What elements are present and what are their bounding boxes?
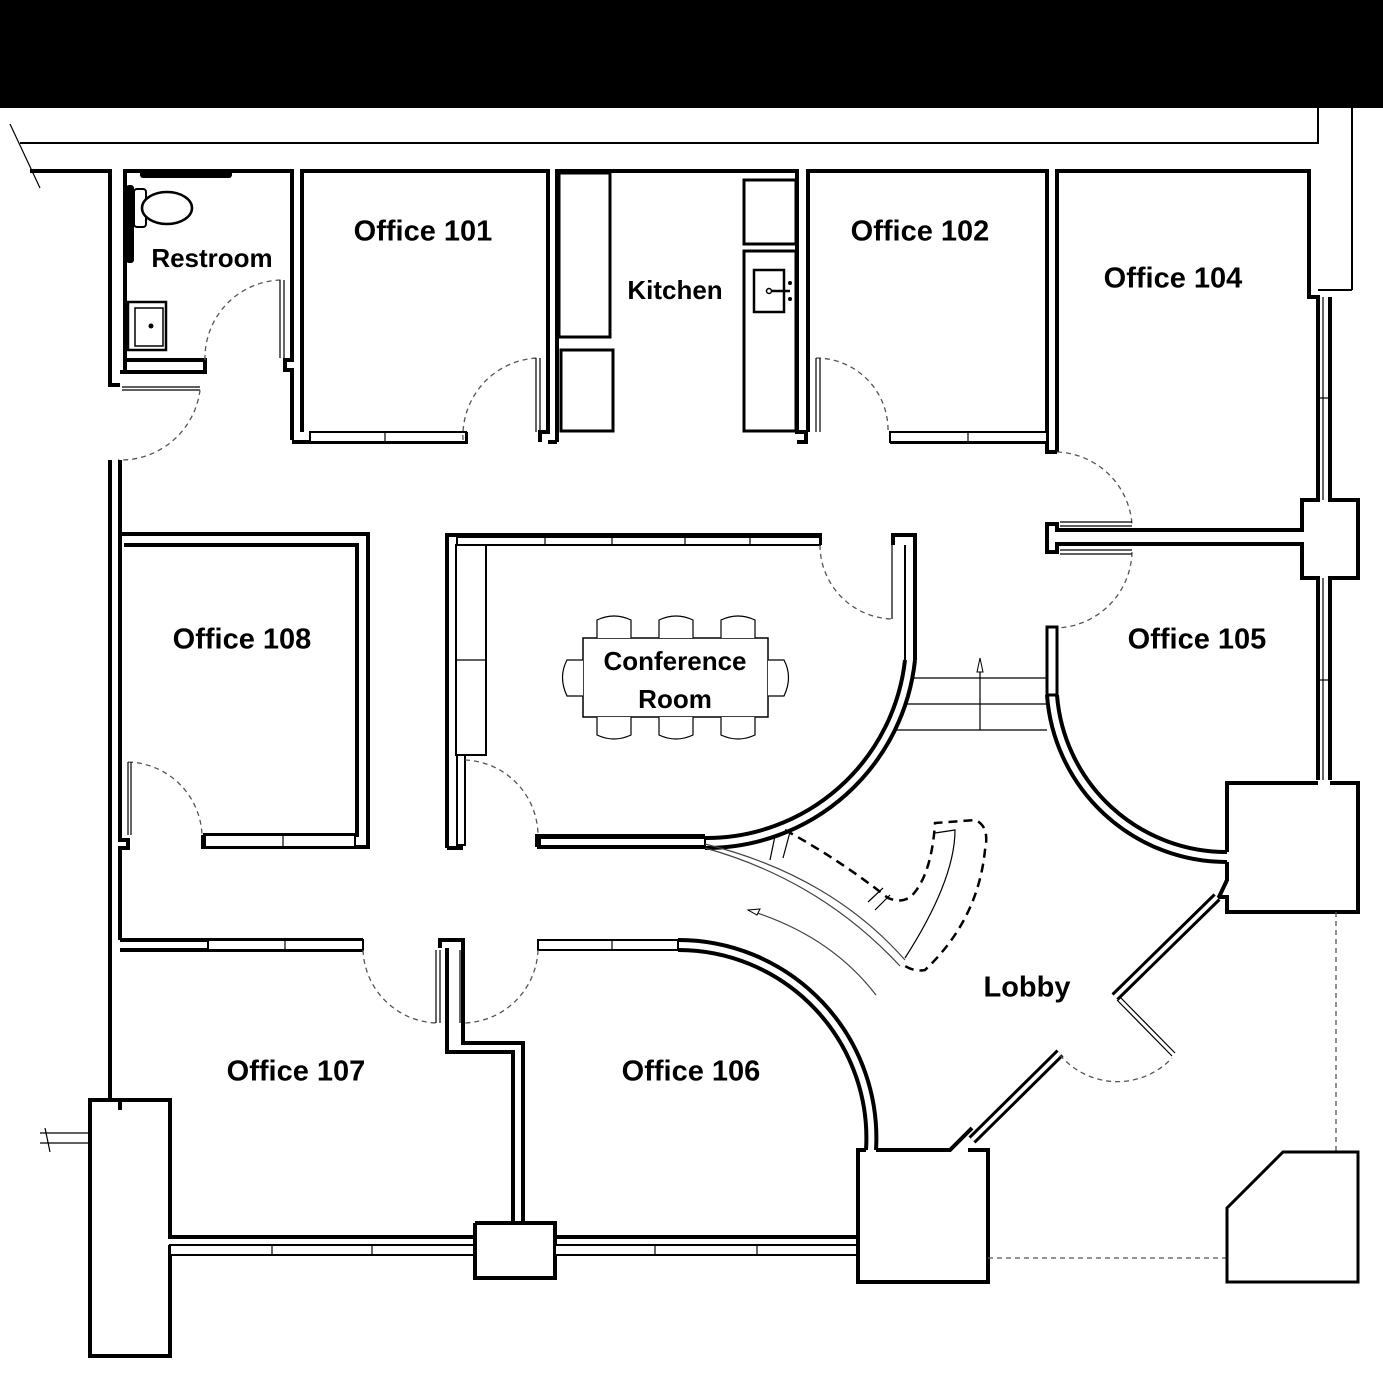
- stairs: [896, 657, 1047, 731]
- office-102-walls: [806, 169, 1057, 454]
- office-101-label: Office 101: [353, 215, 493, 248]
- office-108-walls: [120, 532, 370, 849]
- conference-room-label-line2: Room: [638, 684, 712, 714]
- office-106-walls: [459, 937, 879, 1256]
- office-108-label: Office 108: [172, 623, 312, 656]
- office-104-label: Office 104: [1103, 262, 1243, 295]
- office-105-walls: [1045, 625, 1360, 914]
- lobby-walls: [856, 893, 1360, 1284]
- conference-room-walls: [445, 533, 917, 851]
- kitchen-sink-icon: [752, 268, 792, 314]
- office-107-walls: [40, 938, 557, 1358]
- conference-room-label-line1: Conference: [603, 646, 747, 676]
- west-wall: [108, 460, 130, 1100]
- exterior-wall-top: [9, 108, 1353, 387]
- sink-icon: [126, 300, 168, 352]
- stair-arrow-icon: [976, 657, 984, 673]
- conference-room-label: Conference Room: [603, 642, 746, 718]
- reception-desk-icon: [704, 818, 988, 996]
- lobby-label: Lobby: [983, 971, 1071, 1004]
- header-bar: [0, 0, 1383, 108]
- office-107-label: Office 107: [226, 1055, 366, 1088]
- office-104-walls: [1045, 169, 1360, 780]
- kitchen-walls: [548, 169, 808, 444]
- office-102-label: Office 102: [850, 215, 990, 248]
- conference-table-icon: [561, 615, 790, 740]
- office-106-label: Office 106: [621, 1055, 761, 1088]
- toilet-icon: [133, 188, 194, 228]
- office-101-walls: [292, 169, 550, 444]
- restroom-label: Restroom: [151, 243, 273, 273]
- restroom-walls: [117, 169, 294, 461]
- office-105-label: Office 105: [1127, 623, 1267, 656]
- kitchen-label: Kitchen: [627, 275, 723, 305]
